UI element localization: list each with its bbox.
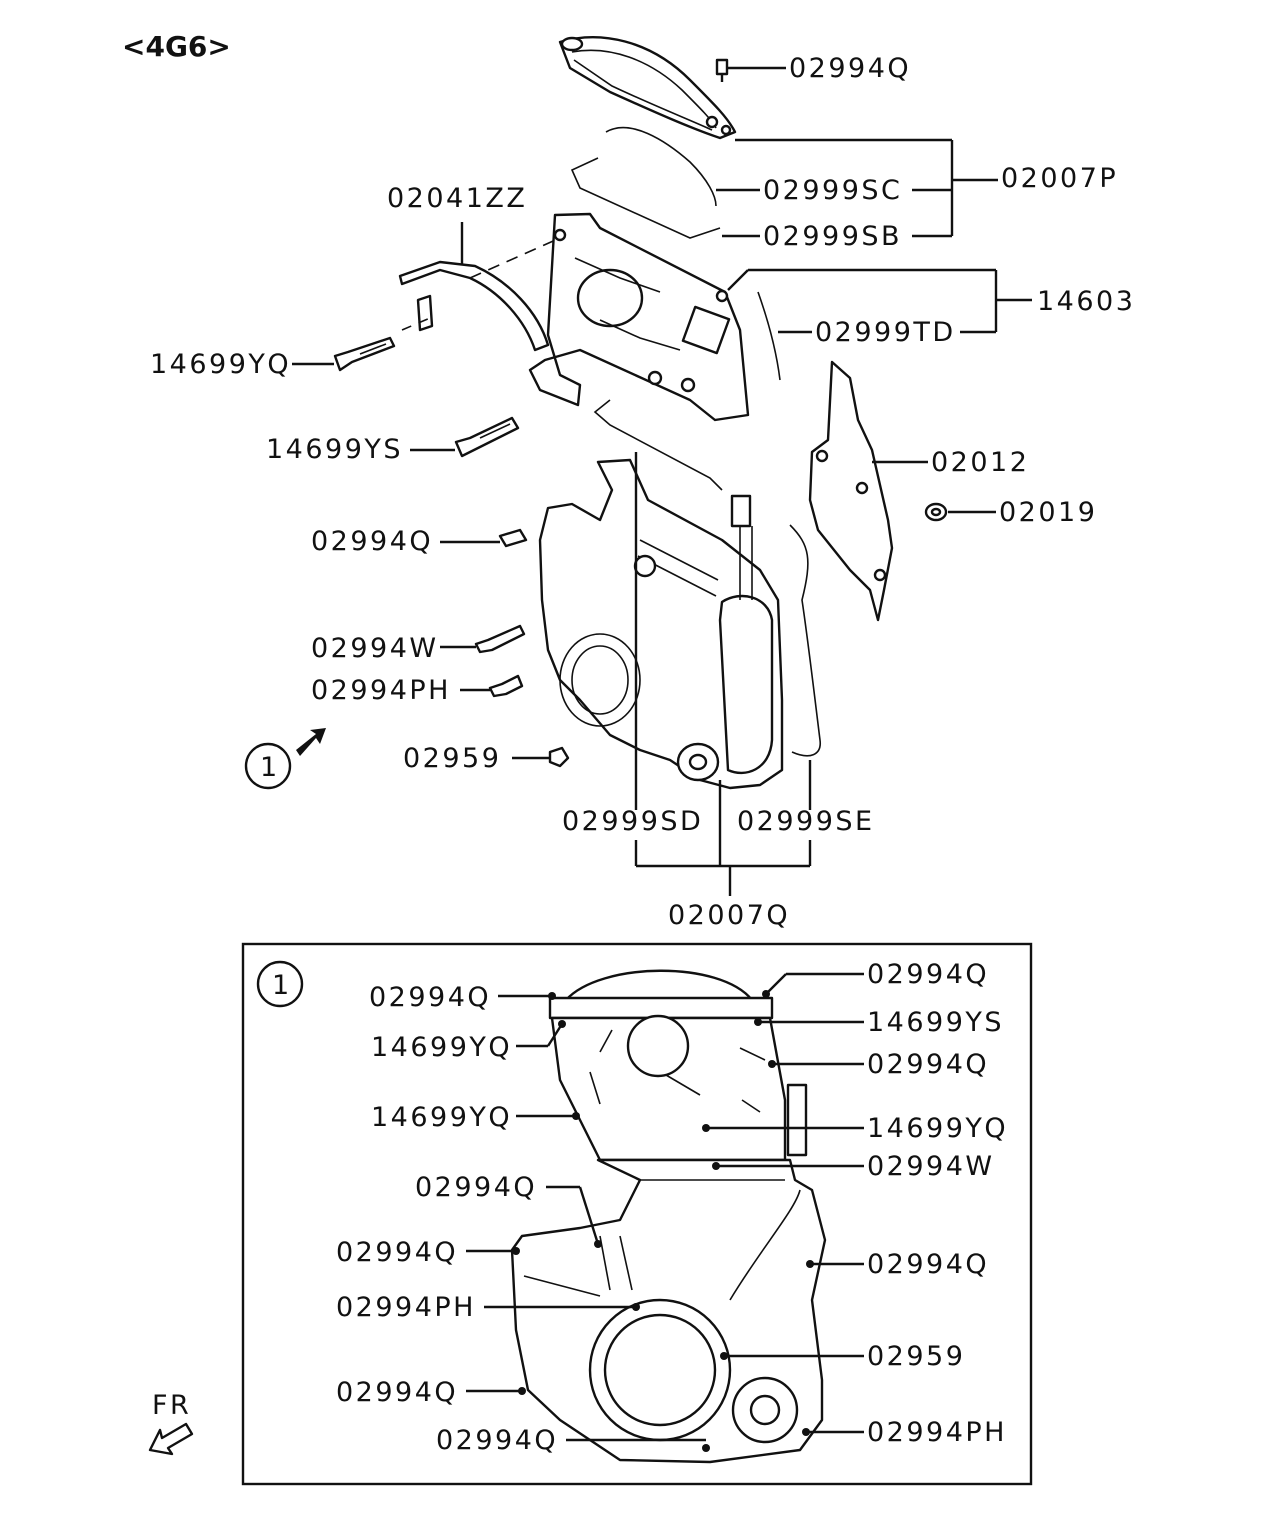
callout-lower-bolt-w: 02994W bbox=[311, 633, 439, 664]
callout-gasket-se: 02999SE bbox=[737, 806, 875, 837]
top-cover-bolt bbox=[715, 58, 786, 82]
diagram-title: <4G6> bbox=[122, 30, 231, 63]
detail-right-4: 14699YQ bbox=[867, 1113, 1008, 1144]
gasket-02999sd bbox=[593, 399, 723, 491]
upper-timing-cover bbox=[558, 36, 737, 140]
callout-grommet: 02019 bbox=[999, 497, 1097, 528]
callout-rear-plate: 02012 bbox=[931, 447, 1029, 478]
callout-cover-bracket: 02041ZZ bbox=[387, 183, 527, 214]
callout-center-cover: 14603 bbox=[1037, 286, 1135, 317]
detail-right-6: 02994Q bbox=[867, 1249, 989, 1280]
detail-right-3: 02994Q bbox=[867, 1049, 989, 1080]
detail-left-1: 02994Q bbox=[369, 982, 491, 1013]
detail-right-2: 14699YS bbox=[867, 1007, 1004, 1038]
detail-right-1: 02994Q bbox=[867, 959, 989, 990]
bolt-02994ph bbox=[460, 674, 524, 698]
callout-lower-bolt-ph: 02994PH bbox=[311, 675, 451, 706]
callout-lower-cover-assy: 02007Q bbox=[668, 900, 790, 931]
center-cover bbox=[528, 212, 750, 422]
front-direction-indicator: FR bbox=[148, 1390, 194, 1456]
callout-gasket-sb: 02999SB bbox=[763, 221, 902, 252]
fr-label: FR bbox=[152, 1390, 191, 1421]
reference-marker: 1 bbox=[244, 728, 326, 790]
detail-left-3: 14699YQ bbox=[371, 1102, 512, 1133]
callout-nut: 02959 bbox=[403, 743, 501, 774]
gasket-02999sc bbox=[605, 126, 717, 207]
detail-right-7: 02959 bbox=[867, 1341, 965, 1372]
rear-plate bbox=[808, 360, 928, 622]
detail-left-4: 02994Q bbox=[415, 1172, 537, 1203]
callout-gasket-sd: 02999SD bbox=[562, 806, 703, 837]
group-bracket-02007p bbox=[735, 138, 998, 238]
detail-assembled-cover bbox=[510, 969, 827, 1464]
callout-lower-bolt-q: 02994Q bbox=[311, 526, 433, 557]
gasket-02999se bbox=[789, 524, 821, 757]
detail-callouts-right bbox=[702, 972, 864, 1436]
callout-gasket-td: 02999TD bbox=[815, 317, 956, 348]
cover-bracket-arm bbox=[398, 260, 550, 352]
detail-left-2: 14699YQ bbox=[371, 1032, 512, 1063]
group-bracket-02007q bbox=[634, 452, 812, 896]
callout-upper-cover-assy: 02007P bbox=[1001, 163, 1118, 194]
detail-circle-label: 1 bbox=[272, 970, 292, 1001]
detail-left-7: 02994Q bbox=[336, 1377, 458, 1408]
callout-top-cover-bolt: 02994Q bbox=[789, 53, 911, 84]
gasket-02999td bbox=[757, 291, 781, 381]
detail-left-6: 02994PH bbox=[336, 1292, 476, 1323]
gasket-02999sb bbox=[570, 157, 721, 239]
detail-box bbox=[241, 942, 1033, 1486]
detail-right-5: 02994W bbox=[867, 1151, 995, 1182]
detail-callouts-left bbox=[466, 992, 710, 1452]
group-bracket-14603 bbox=[727, 268, 1032, 334]
bolt-02994q-left bbox=[440, 528, 528, 548]
front-arrow-icon bbox=[148, 1422, 194, 1456]
callout-gasket-sc: 02999SC bbox=[763, 175, 902, 206]
detail-left-8: 02994Q bbox=[436, 1425, 558, 1456]
nut-02959 bbox=[512, 746, 570, 768]
detail-right-8: 02994PH bbox=[867, 1417, 1007, 1448]
grommet bbox=[924, 502, 996, 522]
bolt-14699yq bbox=[292, 336, 396, 372]
bolt-14699ys bbox=[410, 416, 520, 458]
lower-timing-cover bbox=[538, 458, 784, 790]
callout-bolt-yq: 14699YQ bbox=[150, 349, 291, 380]
bolt-02994w bbox=[440, 624, 526, 654]
callout-bolt-ys: 14699YS bbox=[266, 434, 403, 465]
reference-circle-label: 1 bbox=[260, 752, 280, 783]
detail-left-5: 02994Q bbox=[336, 1237, 458, 1268]
